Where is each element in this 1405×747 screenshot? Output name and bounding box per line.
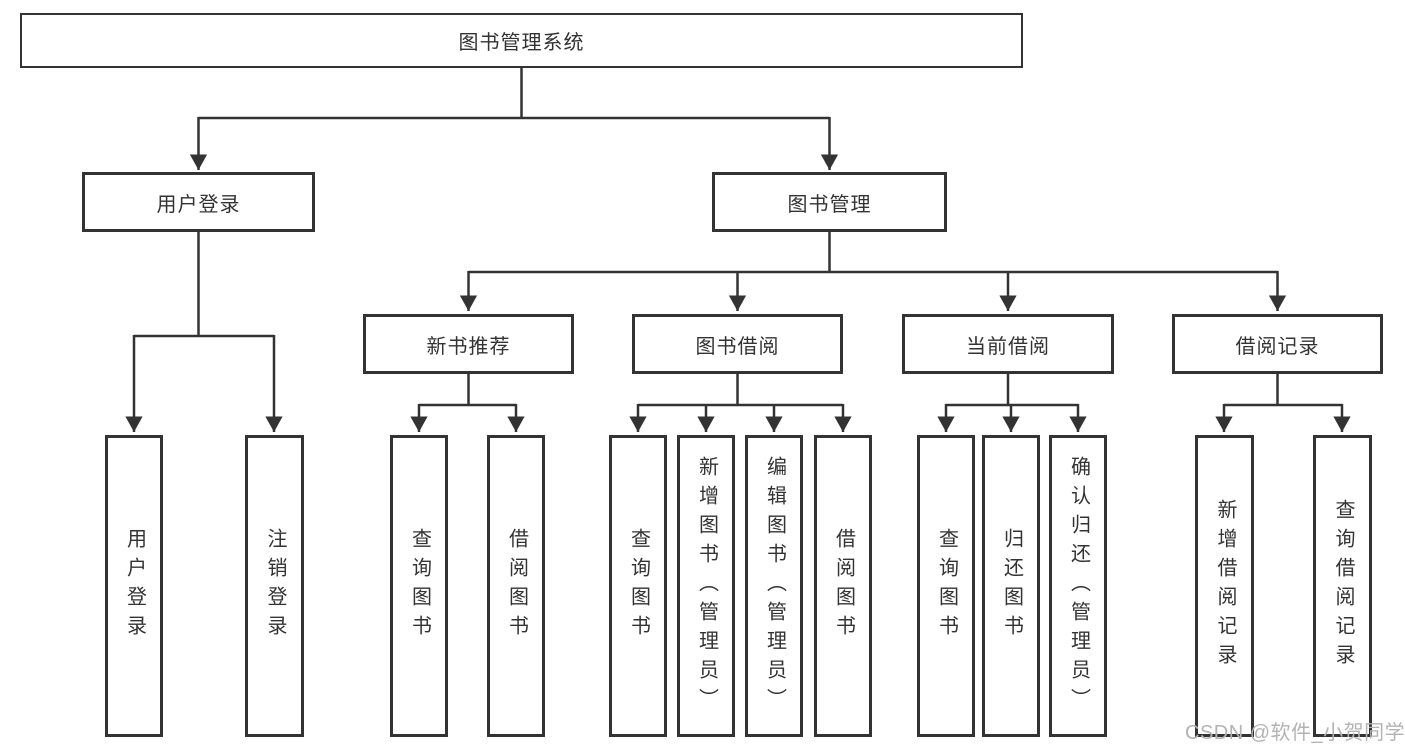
leaf-borrow-books-recommend: 借阅图书 <box>487 435 545 737</box>
leaf-label: 查询图书 <box>935 528 958 644</box>
leaf-label: 借阅图书 <box>505 528 528 644</box>
leaf-edit-books-admin: 编辑图书（管理员） <box>745 435 803 737</box>
leaf-label: 确认归还（管理员） <box>1067 455 1090 717</box>
node-book-borrowing: 图书借阅 <box>632 314 843 374</box>
node-new-book-recommendation: 新书推荐 <box>363 314 574 374</box>
leaf-label: 查询图书 <box>627 528 650 644</box>
leaf-label: 新增图书（管理员） <box>695 455 718 717</box>
leaf-label: 用户登录 <box>123 528 146 644</box>
leaf-borrow-books: 借阅图书 <box>814 435 872 737</box>
leaf-confirm-return-admin: 确认归还（管理员） <box>1049 435 1107 737</box>
leaf-label: 查询图书 <box>408 528 431 644</box>
leaf-user-login: 用户登录 <box>105 435 163 737</box>
node-borrowing-records: 借阅记录 <box>1172 314 1383 374</box>
csdn-watermark: CSDN @软件_小贺同学 <box>1185 722 1405 744</box>
leaf-label: 归还图书 <box>1000 528 1023 644</box>
node-current-borrowing: 当前借阅 <box>902 314 1114 374</box>
leaf-query-books-current: 查询图书 <box>917 435 975 737</box>
leaf-add-borrow-record: 新增借阅记录 <box>1195 435 1254 737</box>
node-user-login: 用户登录 <box>82 172 315 232</box>
node-label: 图书管理 <box>787 193 872 216</box>
leaf-label: 新增借阅记录 <box>1214 499 1236 673</box>
node-label: 当前借阅 <box>966 335 1050 358</box>
leaf-query-borrow-record: 查询借阅记录 <box>1313 435 1372 737</box>
node-label: 用户登录 <box>156 193 241 216</box>
leaf-label: 查询借阅记录 <box>1332 499 1354 673</box>
leaf-label: 注销登录 <box>264 528 286 644</box>
node-label: 图书管理系统 <box>458 32 585 54</box>
leaf-label: 借阅图书 <box>832 528 855 644</box>
leaf-query-books-borrow: 查询图书 <box>609 435 667 737</box>
node-book-management: 图书管理 <box>712 172 947 232</box>
leaf-add-books-admin: 新增图书（管理员） <box>677 435 735 737</box>
node-label: 图书借阅 <box>695 335 780 358</box>
leaf-logout: 注销登录 <box>245 435 304 737</box>
node-label: 新书推荐 <box>426 335 511 358</box>
node-library-management-system: 图书管理系统 <box>20 13 1023 68</box>
leaf-label: 编辑图书（管理员） <box>763 455 786 717</box>
leaf-query-books-recommend: 查询图书 <box>390 435 448 737</box>
node-label: 借阅记录 <box>1235 335 1320 358</box>
leaf-return-books: 归还图书 <box>982 435 1040 737</box>
